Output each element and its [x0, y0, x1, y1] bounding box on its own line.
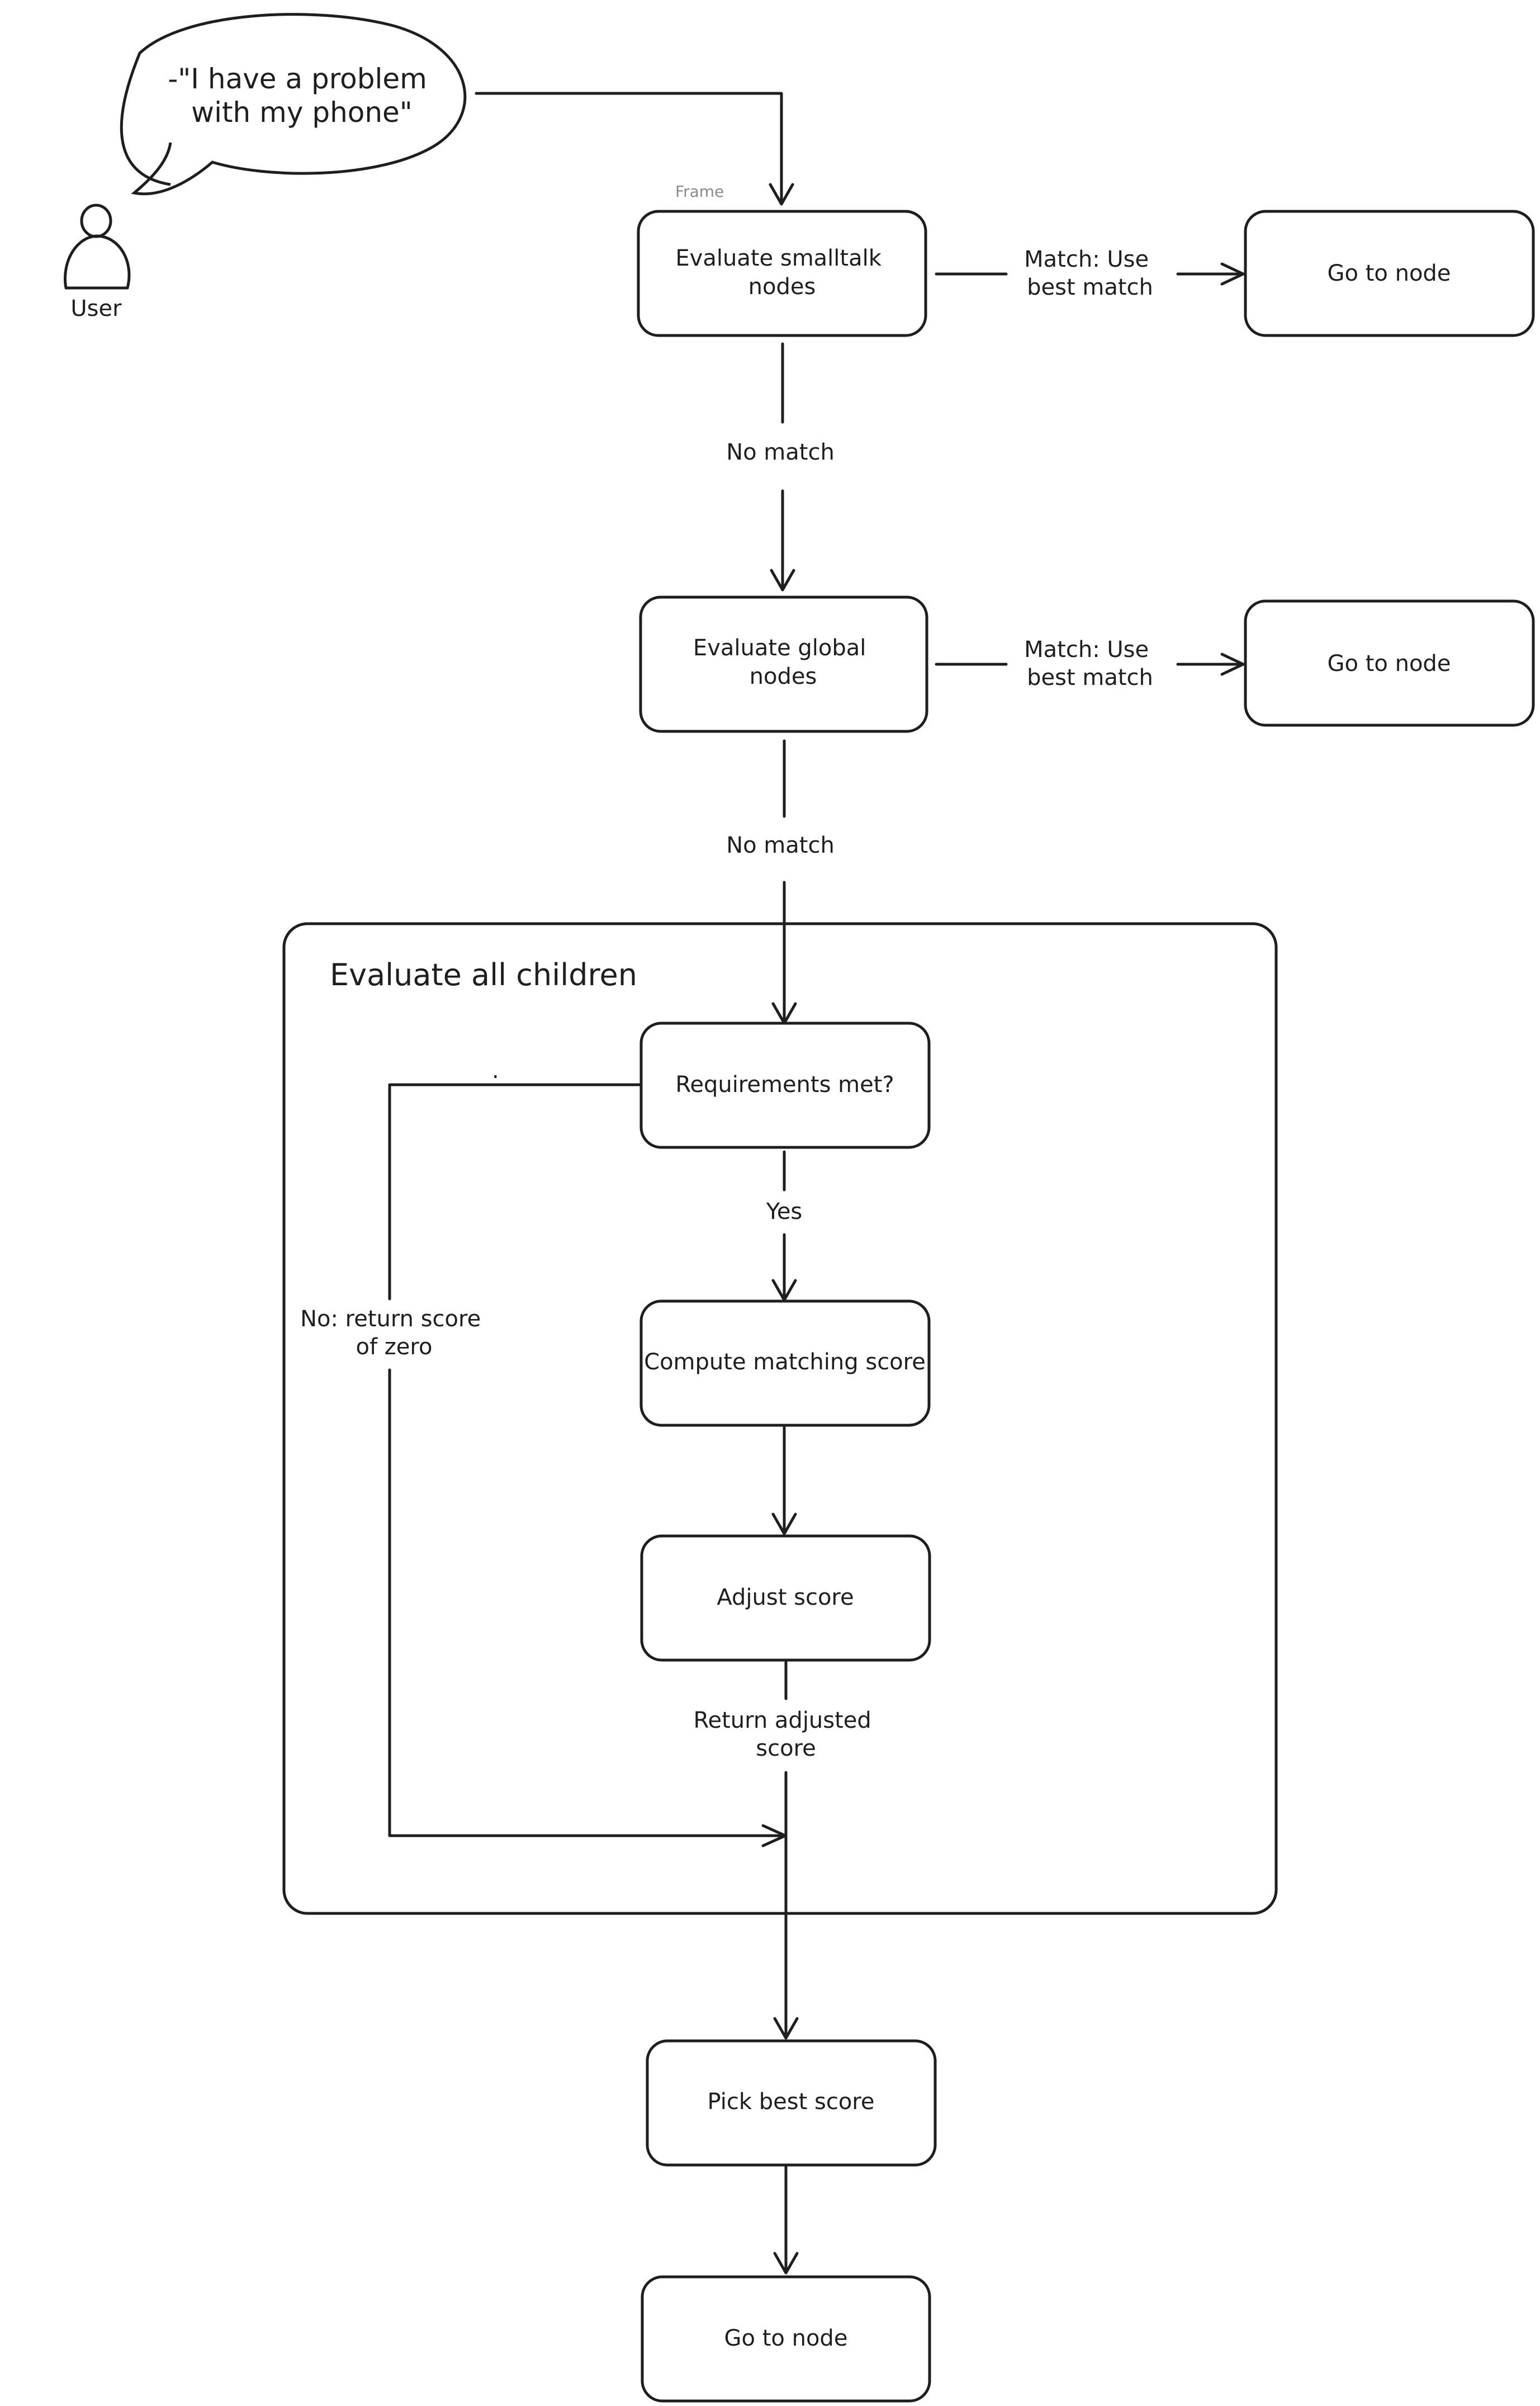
node-go-to-node-2: Go to node — [1244, 599, 1535, 727]
node-requirements-met: Requirements met? — [639, 1022, 931, 1149]
node-compute-label: Compute matching score — [644, 1349, 926, 1375]
edge-no-zero-top — [388, 1083, 643, 1301]
arrowhead — [771, 1512, 797, 1535]
stray-mark: . — [492, 1058, 499, 1084]
arrowhead — [1220, 653, 1245, 676]
node-pick-best-score: Pick best score — [646, 2039, 937, 2167]
arrowhead — [773, 2017, 799, 2040]
node-global-line-2: nodes — [750, 664, 817, 689]
edge-label-yes: Yes — [766, 1199, 803, 1225]
node-goto2-label: Go to node — [1328, 651, 1451, 677]
node-smalltalk-line-1: Evaluate smalltalk — [675, 245, 882, 271]
node-pick-label: Pick best score — [708, 2089, 875, 2115]
frame-title: Evaluate all children — [330, 957, 637, 992]
node-compute-matching-score: Compute matching score — [639, 1299, 931, 1427]
arrowhead — [769, 183, 794, 206]
edge-no-zero-bottom — [388, 1368, 786, 1837]
node-global-line-1: Evaluate global — [693, 635, 866, 661]
edge-label-no-zero: No: return score of zero — [300, 1306, 488, 1360]
node-evaluate-global: Evaluate global nodes — [639, 595, 928, 733]
edge-label-nomatch2: No match — [726, 833, 835, 858]
node-go-to-node-1: Go to node — [1244, 210, 1535, 337]
user-icon — [64, 204, 131, 290]
node-smalltalk-line-2: nodes — [748, 274, 816, 300]
arrowhead — [773, 2252, 799, 2275]
edge-label-match2: Match: Use best match — [1024, 637, 1156, 691]
edge-label-match1: Match: Use best match — [1024, 247, 1156, 300]
speech-line-2: with my phone" — [191, 96, 413, 129]
node-goto3-label: Go to node — [724, 2325, 848, 2351]
arrowhead — [770, 569, 795, 592]
svg-text:Evaluate global nodes: Evaluate global nodes — [693, 635, 873, 689]
frame-tag: Frame — [675, 182, 724, 201]
node-evaluate-smalltalk: Evaluate smalltalk nodes — [637, 210, 927, 337]
edge-user-to-smalltalk — [475, 92, 783, 204]
node-requirements-label: Requirements met? — [675, 1072, 894, 1098]
node-go-to-node-3: Go to node — [641, 2275, 931, 2403]
svg-text:Evaluate smalltalk nodes: Evaluate smalltalk nodes — [675, 245, 888, 300]
node-adjust-label: Adjust score — [717, 1585, 854, 1610]
speech-text: -"I have a problem with my phone" — [168, 63, 436, 129]
edge-label-return-adjusted: Return adjusted score — [693, 1708, 878, 1761]
speech-bubble: -"I have a problem with my phone" — [120, 13, 467, 196]
edge-label-nomatch1: No match — [726, 439, 835, 465]
frame-evaluate-all-children — [282, 922, 1278, 1915]
arrowhead — [1220, 262, 1245, 286]
speech-line-1: -"I have a problem — [168, 63, 427, 95]
user-label: User — [70, 296, 122, 322]
node-goto1-label: Go to node — [1328, 261, 1451, 286]
node-adjust-score: Adjust score — [640, 1534, 931, 1662]
